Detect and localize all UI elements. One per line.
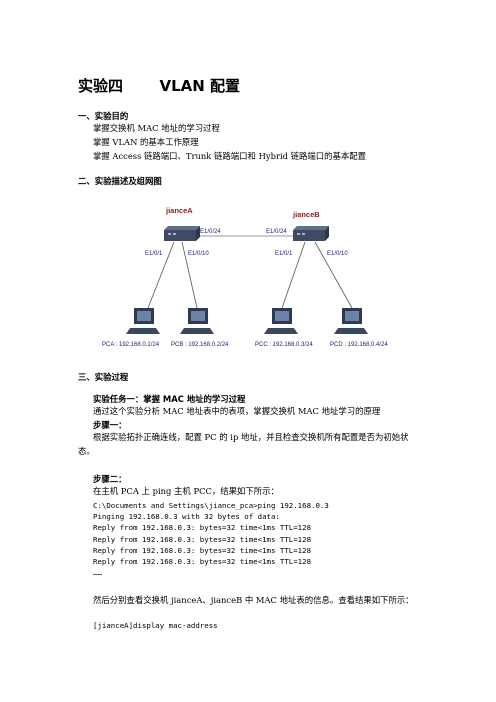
console-line: Reply from 192.168.0.3: bytes=32 time<1m…	[93, 523, 312, 533]
link-pcd	[314, 241, 353, 309]
section-heading-topology: 二、实验描述及组网图	[78, 176, 162, 186]
step1-text: 根据实验拓扑正确连线，配置 PC 的 ip 地址，并且检查交换机所有配置是否为初…	[93, 432, 409, 442]
experiment-number: 实验四	[78, 77, 124, 95]
switch-a-label: jianceA	[165, 206, 193, 215]
pc-icon	[126, 308, 160, 334]
pc-icon	[334, 308, 368, 334]
step1-text-cont: 态。	[78, 446, 95, 456]
console-line: ……	[93, 568, 102, 578]
step1-title: 步骤一：	[93, 420, 127, 430]
pc-label: PCD : 192.168.0.4/24	[330, 342, 388, 348]
console-line: Reply from 192.168.0.3: bytes=32 time<1m…	[93, 557, 312, 567]
switch-icon	[293, 226, 329, 241]
step2-title: 步骤二：	[93, 474, 127, 484]
pc-label: PCB : 192.168.0.2/24	[171, 342, 229, 348]
section-heading-objectives: 一、实验目的	[78, 111, 129, 121]
after-text: 然后分别查看交换机 jianceA、jianceB 中 MAC 地址表的信息。查…	[93, 595, 414, 605]
port-label: E1/0/24	[266, 229, 287, 235]
port-label: E1/0/10	[327, 251, 348, 257]
task1-title: 实验任务一：掌握 MAC 地址的学习过程	[93, 394, 246, 404]
experiment-name: VLAN 配置	[159, 77, 241, 95]
pc-icon	[180, 308, 214, 334]
port-label: E1/0/1	[275, 251, 293, 257]
switch-icon	[164, 226, 200, 241]
switch-b-label: jianceB	[292, 210, 320, 219]
link-pcc	[281, 241, 306, 309]
console-line: Pinging 192.168.0.3 with 32 bytes of dat…	[93, 512, 280, 522]
objective-item: 掌握 Access 链路端口、Trunk 链路端口和 Hybrid 链路端口的基…	[93, 151, 367, 161]
task1-description: 通过这个实验分析 MAC 地址表中的表项，掌握交换机 MAC 地址学习的原理	[93, 406, 381, 416]
port-label: E1/0/24	[200, 229, 221, 235]
link-pcb	[181, 241, 198, 309]
command-line: [jianceA]display mac-address	[93, 621, 218, 630]
page-title: 实验四 VLAN 配置	[78, 75, 240, 96]
pc-icon	[264, 308, 298, 334]
pc-label: PCC : 192.168.0.3/24	[255, 342, 313, 348]
network-diagram: jianceA jianceB E1/0/24 E1/0/24 E1/0/1 E…	[102, 206, 388, 348]
ping-output: C:\Documents and Settings\jiance_pca>pin…	[93, 500, 329, 578]
section-heading-procedure: 三、实验过程	[78, 372, 129, 382]
objective-item: 掌握 VLAN 的基本工作原理	[93, 137, 199, 147]
console-line: Reply from 192.168.0.3: bytes=32 time<1m…	[93, 534, 312, 544]
port-label: E1/0/1	[145, 251, 163, 257]
console-line: C:\Documents and Settings\jiance_pca>pin…	[93, 501, 329, 510]
objective-item: 掌握交换机 MAC 地址的学习过程	[93, 123, 220, 133]
step2-text: 在主机 PCA 上 ping 主机 PCC，结果如下所示：	[93, 486, 279, 496]
console-line: Reply from 192.168.0.3: bytes=32 time<1m…	[93, 545, 312, 555]
port-label: E1/0/10	[188, 251, 209, 257]
link-pca	[147, 241, 175, 309]
pc-label: PCA : 192.168.0.1/24	[102, 342, 160, 348]
